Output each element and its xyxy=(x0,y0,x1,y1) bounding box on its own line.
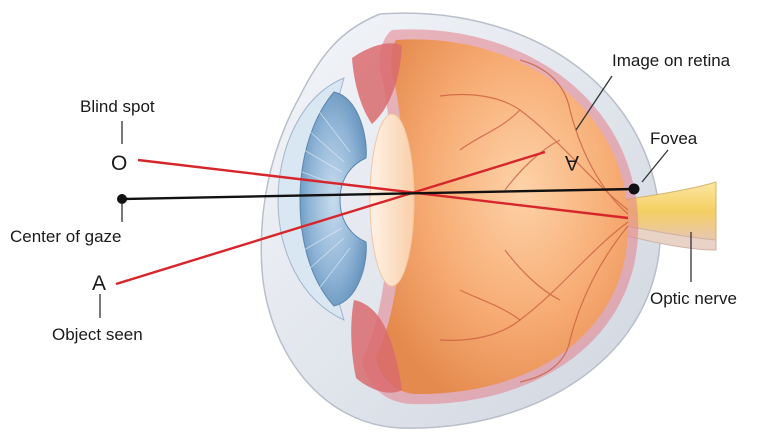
label-optic-nerve: Optic nerve xyxy=(650,289,737,308)
letter-o: O xyxy=(111,152,127,175)
label-fovea: Fovea xyxy=(650,129,698,148)
label-center-of-gaze: Center of gaze xyxy=(10,227,122,246)
letter-a-inverted: A xyxy=(565,151,579,174)
letter-a: A xyxy=(92,272,106,295)
gaze-origin-dot xyxy=(117,194,127,204)
label-object-seen: Object seen xyxy=(52,325,143,344)
fovea-dot xyxy=(629,184,640,195)
label-blind-spot: Blind spot xyxy=(80,97,155,116)
eyeball xyxy=(261,13,716,428)
label-image-on-retina: Image on retina xyxy=(612,51,731,70)
